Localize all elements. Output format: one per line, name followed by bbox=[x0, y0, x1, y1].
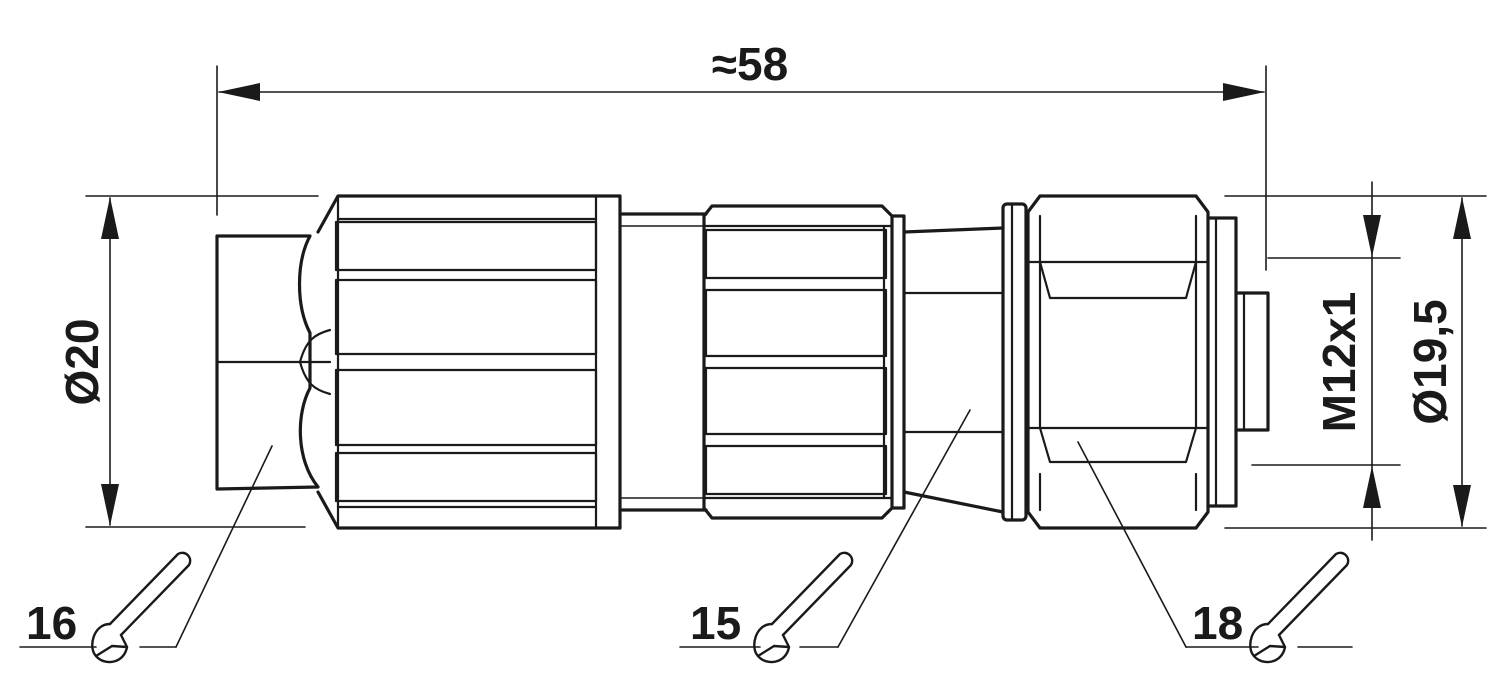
overall-length-label: ≈58 bbox=[712, 38, 788, 90]
front-hex-nut bbox=[1026, 194, 1210, 530]
wrench-size-18: 18 bbox=[1192, 597, 1243, 649]
rear-hex-nut bbox=[215, 234, 332, 491]
right-diameter-label: Ø19,5 bbox=[1404, 299, 1456, 424]
thread-dimension: M12x1 bbox=[1251, 181, 1401, 541]
wrench-icon bbox=[91, 551, 192, 664]
arrow-up bbox=[101, 197, 119, 239]
left-diameter-dimension: Ø20 bbox=[56, 195, 319, 528]
middle-nut bbox=[702, 204, 894, 520]
wrench-size-16: 16 bbox=[26, 597, 77, 649]
arrow-down bbox=[101, 484, 119, 526]
connector-body bbox=[215, 194, 1270, 530]
arrow-down bbox=[1363, 215, 1381, 257]
arrow-right bbox=[1223, 83, 1265, 101]
thread-label: M12x1 bbox=[1313, 292, 1365, 433]
tapered-sleeve bbox=[890, 214, 1005, 514]
left-diameter-label: Ø20 bbox=[56, 319, 108, 406]
wrench-size-15: 15 bbox=[690, 597, 741, 649]
body-neck bbox=[618, 212, 708, 512]
arrow-up bbox=[1453, 197, 1471, 239]
arrow-down bbox=[1453, 485, 1471, 527]
arrow-up bbox=[1363, 466, 1381, 508]
wrench-callout-15: 15 bbox=[679, 409, 971, 664]
overall-length-dimension: ≈58 bbox=[216, 38, 1267, 271]
front-socket bbox=[1206, 216, 1270, 508]
flange-ring bbox=[1001, 202, 1028, 522]
wrench-icon bbox=[1249, 551, 1350, 664]
wrench-callout-16: 16 bbox=[19, 445, 273, 664]
ribbed-housing bbox=[316, 194, 622, 530]
arrow-left bbox=[218, 83, 260, 101]
wrench-callout-18: 18 bbox=[1077, 441, 1353, 664]
right-diameter-dimension: Ø19,5 bbox=[1224, 195, 1487, 529]
wrench-icon bbox=[753, 551, 854, 664]
